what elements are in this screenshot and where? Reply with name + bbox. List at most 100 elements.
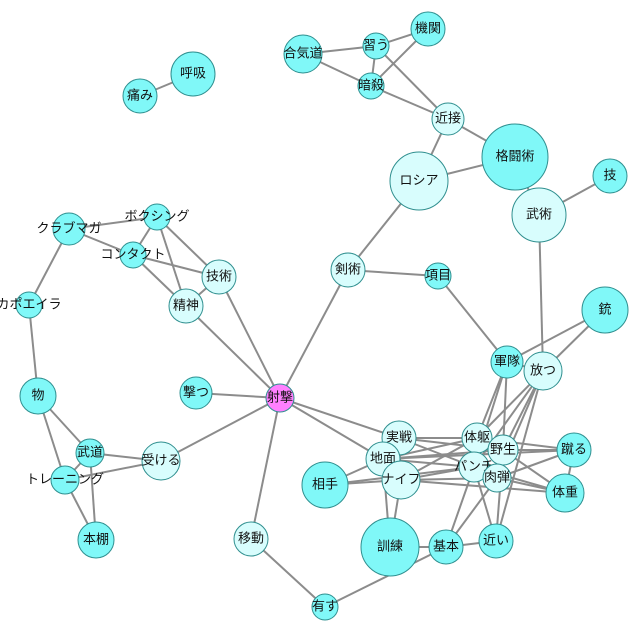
node-kuravmaga[interactable]: クラブマガ xyxy=(36,212,102,246)
node-hanatsu[interactable]: 放つ xyxy=(523,351,563,391)
node-label: 体躯 xyxy=(464,430,490,446)
node-circle[interactable] xyxy=(381,460,421,500)
node-shageki[interactable]: 射撃 xyxy=(265,383,295,413)
node-kikan[interactable]: 機関 xyxy=(410,11,446,47)
node-circle[interactable] xyxy=(360,517,420,577)
node-circle[interactable] xyxy=(478,523,514,559)
node-roshia[interactable]: ロシア xyxy=(389,151,449,211)
node-circle[interactable] xyxy=(119,241,147,269)
node-circle[interactable] xyxy=(481,123,549,191)
node-circle[interactable] xyxy=(265,383,295,413)
node-circle[interactable] xyxy=(424,262,452,290)
node-label: カポエイラ xyxy=(0,298,62,313)
node-circle[interactable] xyxy=(362,32,390,60)
node-chikai[interactable]: 近い xyxy=(478,523,514,559)
node-circle[interactable] xyxy=(482,463,512,493)
node-waza[interactable]: 技 xyxy=(592,158,628,194)
node-circle[interactable] xyxy=(511,187,567,243)
node-label: 武術 xyxy=(526,208,552,223)
node-label: 武道 xyxy=(77,446,103,461)
node-circle[interactable] xyxy=(122,78,158,114)
node-itami[interactable]: 痛み xyxy=(122,78,158,114)
node-circle[interactable] xyxy=(19,377,57,415)
node-circle[interactable] xyxy=(75,438,105,468)
node-contact[interactable]: コンタクト xyxy=(100,241,166,269)
node-gijutsu[interactable]: 技術 xyxy=(201,259,237,295)
node-label: 機関 xyxy=(415,22,441,37)
node-kenjutsu[interactable]: 剣術 xyxy=(330,252,366,288)
node-budo[interactable]: 武道 xyxy=(75,438,105,468)
node-label: 移動 xyxy=(238,532,264,547)
node-komoku[interactable]: 項目 xyxy=(424,262,452,290)
node-ansatsu[interactable]: 暗殺 xyxy=(357,72,385,100)
node-label: クラブマガ xyxy=(36,221,101,237)
node-ju[interactable]: 銃 xyxy=(581,286,629,334)
node-circle[interactable] xyxy=(410,11,446,47)
node-circle[interactable] xyxy=(556,432,592,468)
node-naifu[interactable]: ナイフ xyxy=(381,460,421,500)
node-kokyu[interactable]: 呼吸 xyxy=(170,51,216,97)
node-circle[interactable] xyxy=(52,212,86,246)
node-circle[interactable] xyxy=(179,376,213,410)
node-circle[interactable] xyxy=(233,521,269,557)
node-aikido[interactable]: 合気道 xyxy=(283,34,323,74)
node-taikyu[interactable]: 体躯 xyxy=(461,422,493,454)
node-label: 銃 xyxy=(598,303,611,318)
node-circle[interactable] xyxy=(77,521,115,559)
node-label: パンチ xyxy=(454,460,494,475)
node-ukeru[interactable]: 受ける xyxy=(141,441,181,481)
node-kunren[interactable]: 訓練 xyxy=(360,517,420,577)
edge-kenjutsu-shageki xyxy=(279,269,349,399)
node-narau[interactable]: 習う xyxy=(362,32,390,60)
node-label: 野生 xyxy=(490,443,516,458)
node-circle[interactable] xyxy=(143,203,171,231)
node-capoeira[interactable]: カポエイラ xyxy=(0,291,62,319)
node-circle[interactable] xyxy=(431,102,465,136)
node-aite[interactable]: 相手 xyxy=(301,461,349,509)
node-circle[interactable] xyxy=(389,151,449,211)
node-label: 受ける xyxy=(141,454,180,469)
node-boxing[interactable]: ボクシング xyxy=(124,203,190,231)
node-bujutsu[interactable]: 武術 xyxy=(511,187,567,243)
node-label: 実戦 xyxy=(386,430,412,446)
node-circle[interactable] xyxy=(545,473,585,513)
node-training[interactable]: トレーニング xyxy=(26,465,104,495)
node-circle[interactable] xyxy=(311,593,339,621)
node-circle[interactable] xyxy=(168,288,204,324)
node-label: 痛み xyxy=(127,88,153,104)
node-label: 精神 xyxy=(173,299,199,314)
node-circle[interactable] xyxy=(201,259,237,295)
node-seishin[interactable]: 精神 xyxy=(168,288,204,324)
node-circle[interactable] xyxy=(523,351,563,391)
node-label: 体重 xyxy=(552,485,578,501)
node-yasei[interactable]: 野生 xyxy=(487,434,519,466)
node-circle[interactable] xyxy=(301,461,349,509)
node-ido[interactable]: 移動 xyxy=(233,521,269,557)
node-kinsetsu[interactable]: 近接 xyxy=(431,102,465,136)
node-circle[interactable] xyxy=(141,441,181,481)
node-circle[interactable] xyxy=(50,465,80,495)
node-yusu[interactable]: 有す xyxy=(311,593,339,621)
node-circle[interactable] xyxy=(581,286,629,334)
node-utsu[interactable]: 撃つ xyxy=(179,376,213,410)
node-hondana[interactable]: 本棚 xyxy=(77,521,115,559)
node-kakutojutsu[interactable]: 格闘術 xyxy=(481,123,549,191)
node-circle[interactable] xyxy=(357,72,385,100)
node-mono[interactable]: 物 xyxy=(19,377,57,415)
node-circle[interactable] xyxy=(283,34,323,74)
node-kihon[interactable]: 基本 xyxy=(428,529,464,565)
node-circle[interactable] xyxy=(428,529,464,565)
node-circle[interactable] xyxy=(15,291,43,319)
node-circle[interactable] xyxy=(592,158,628,194)
node-label: 肉弾 xyxy=(484,471,510,486)
node-label: ロシア xyxy=(399,174,438,189)
node-circle[interactable] xyxy=(330,252,366,288)
node-circle[interactable] xyxy=(490,345,524,379)
node-nikudan[interactable]: 肉弾 xyxy=(482,463,512,493)
node-keru[interactable]: 蹴る xyxy=(556,432,592,468)
node-taiju[interactable]: 体重 xyxy=(545,473,585,513)
node-label: 格闘術 xyxy=(495,149,534,165)
node-circle[interactable] xyxy=(170,51,216,97)
node-guntai[interactable]: 軍隊 xyxy=(490,345,524,379)
